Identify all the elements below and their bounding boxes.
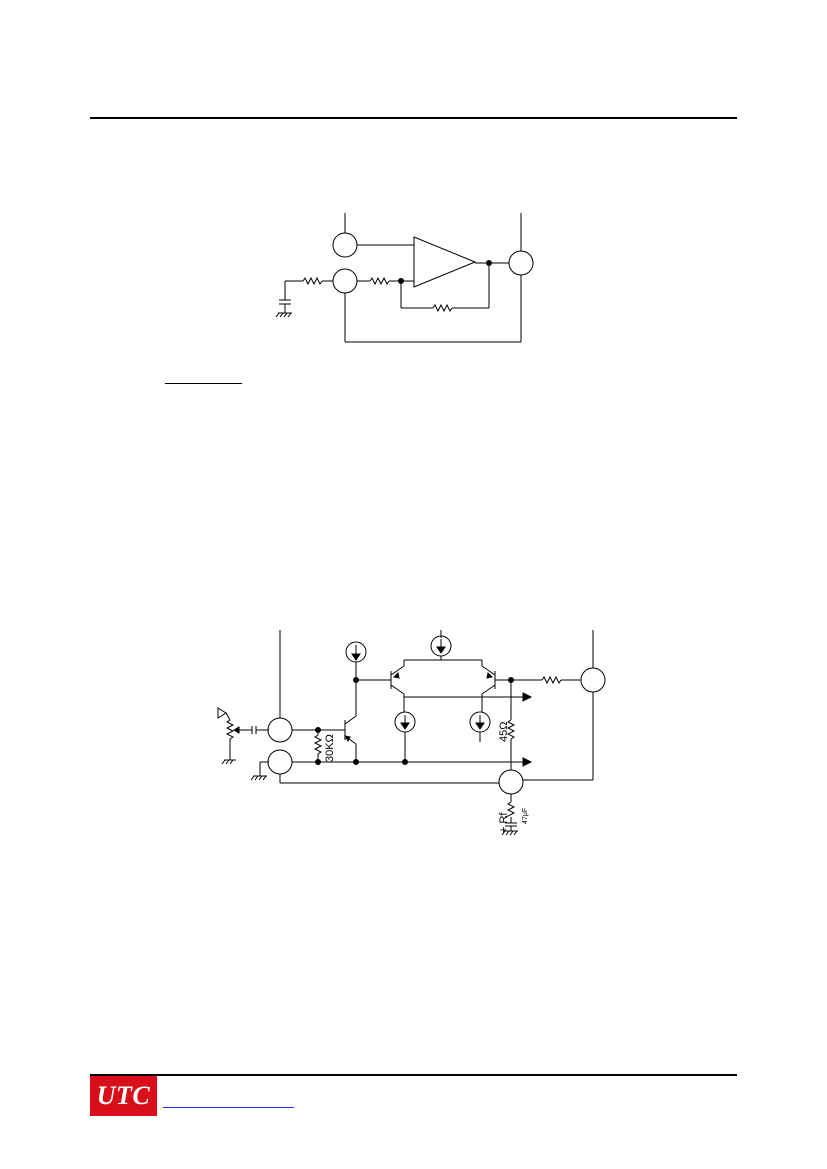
amplifier-block-diagram — [275, 213, 534, 343]
pin-circle — [332, 268, 358, 294]
resistor-30k-label: 30KΩ — [324, 734, 336, 762]
opamp-triangle — [413, 236, 477, 288]
website-link[interactable] — [163, 1107, 294, 1108]
pin-circle — [332, 232, 358, 258]
header-rule — [90, 117, 737, 119]
resistor — [302, 276, 323, 286]
resistor-45-label: 45Ω — [498, 722, 510, 742]
pin-circle — [498, 769, 524, 795]
resistor — [313, 734, 323, 755]
equivalent-circuit: 30KΩ 45Ω + Rf 47μF — [217, 630, 606, 836]
pin-circle — [267, 749, 293, 775]
potentiometer — [225, 719, 235, 740]
input-source-icon — [217, 707, 227, 719]
utc-logo: UTC — [90, 1076, 157, 1116]
pin-circle — [267, 717, 293, 743]
rf-label: + Rf — [498, 812, 510, 833]
resistor — [369, 276, 390, 286]
resistor — [432, 303, 453, 313]
resistor — [541, 675, 562, 685]
capacitor-label: 47μF — [522, 808, 529, 824]
junction-dot — [486, 260, 492, 266]
pin-circle — [580, 667, 606, 693]
heading-underline — [165, 383, 242, 384]
logo-text: UTC — [96, 1081, 151, 1110]
pin-circle — [508, 250, 534, 276]
footer-rule — [90, 1074, 737, 1076]
resistor — [506, 719, 516, 740]
resistor — [504, 801, 516, 818]
